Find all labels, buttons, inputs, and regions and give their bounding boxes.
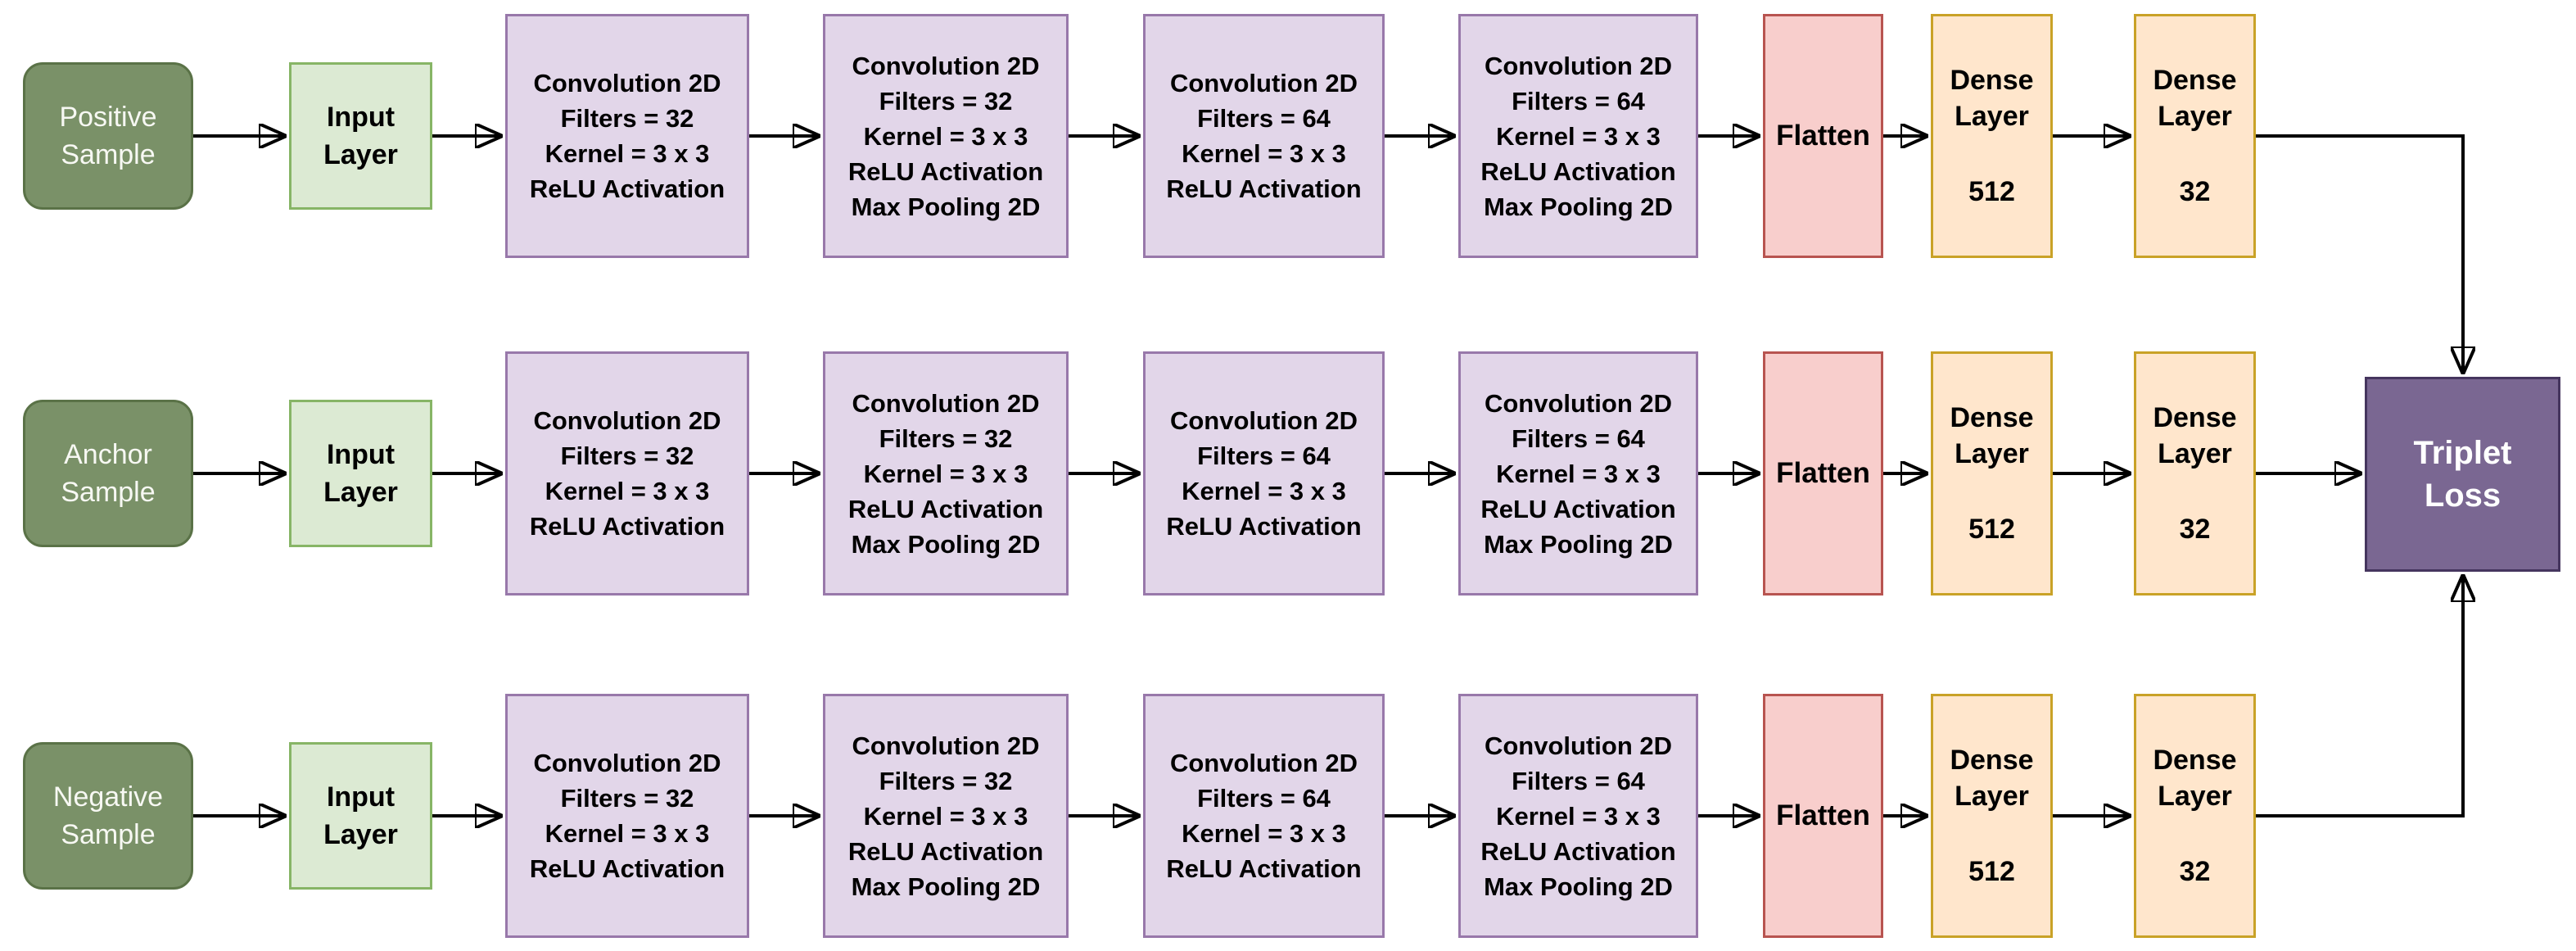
dense-layer-label: Dense Layer	[1950, 65, 2034, 132]
sample-box-anchor: Anchor Sample	[23, 400, 193, 547]
dense-layer-label: Dense Layer	[1950, 402, 2034, 469]
dense-layer-label: Dense Layer	[2153, 745, 2237, 812]
flatten-positive: Flatten	[1763, 14, 1883, 258]
sample-box-negative: Negative Sample	[23, 742, 193, 890]
conv-block-3-positive: Convolution 2D Filters = 64 Kernel = 3 x…	[1143, 14, 1385, 258]
conv-block-4-positive: Convolution 2D Filters = 64 Kernel = 3 x…	[1458, 14, 1698, 258]
conv-block-1-anchor: Convolution 2D Filters = 32 Kernel = 3 x…	[505, 351, 749, 596]
conv-block-4-anchor: Convolution 2D Filters = 64 Kernel = 3 x…	[1458, 351, 1698, 596]
dense-layer-label: Dense Layer	[2153, 402, 2237, 469]
dense-32-anchor: Dense Layer 32	[2134, 351, 2256, 596]
dense-units: 32	[2179, 856, 2211, 887]
input-layer-negative: Input Layer	[289, 742, 432, 890]
dense-512-anchor: Dense Layer 512	[1931, 351, 2053, 596]
conv-block-3-negative: Convolution 2D Filters = 64 Kernel = 3 x…	[1143, 694, 1385, 938]
dense-units: 512	[1968, 514, 2015, 545]
flatten-negative: Flatten	[1763, 694, 1883, 938]
conv-block-2-negative: Convolution 2D Filters = 32 Kernel = 3 x…	[823, 694, 1069, 938]
conv-block-2-anchor: Convolution 2D Filters = 32 Kernel = 3 x…	[823, 351, 1069, 596]
arrow-positive-dense2-loss	[2256, 134, 2463, 374]
flatten-anchor: Flatten	[1763, 351, 1883, 596]
dense-units: 512	[1968, 856, 2015, 887]
conv-block-3-anchor: Convolution 2D Filters = 64 Kernel = 3 x…	[1143, 351, 1385, 596]
dense-32-positive: Dense Layer 32	[2134, 14, 2256, 258]
triplet-loss-box: Triplet Loss	[2365, 377, 2560, 572]
arrow-negative-dense2-loss	[2256, 575, 2463, 817]
dense-units: 32	[2179, 176, 2211, 207]
dense-units: 512	[1968, 176, 2015, 207]
conv-block-1-negative: Convolution 2D Filters = 32 Kernel = 3 x…	[505, 694, 749, 938]
conv-block-2-positive: Convolution 2D Filters = 32 Kernel = 3 x…	[823, 14, 1069, 258]
sample-box-positive: Positive Sample	[23, 62, 193, 210]
input-layer-positive: Input Layer	[289, 62, 432, 210]
input-layer-anchor: Input Layer	[289, 400, 432, 547]
dense-512-positive: Dense Layer 512	[1931, 14, 2053, 258]
dense-layer-label: Dense Layer	[2153, 65, 2237, 132]
dense-32-negative: Dense Layer 32	[2134, 694, 2256, 938]
dense-512-negative: Dense Layer 512	[1931, 694, 2053, 938]
dense-layer-label: Dense Layer	[1950, 745, 2034, 812]
dense-units: 32	[2179, 514, 2211, 545]
conv-block-1-positive: Convolution 2D Filters = 32 Kernel = 3 x…	[505, 14, 749, 258]
conv-block-4-negative: Convolution 2D Filters = 64 Kernel = 3 x…	[1458, 694, 1698, 938]
